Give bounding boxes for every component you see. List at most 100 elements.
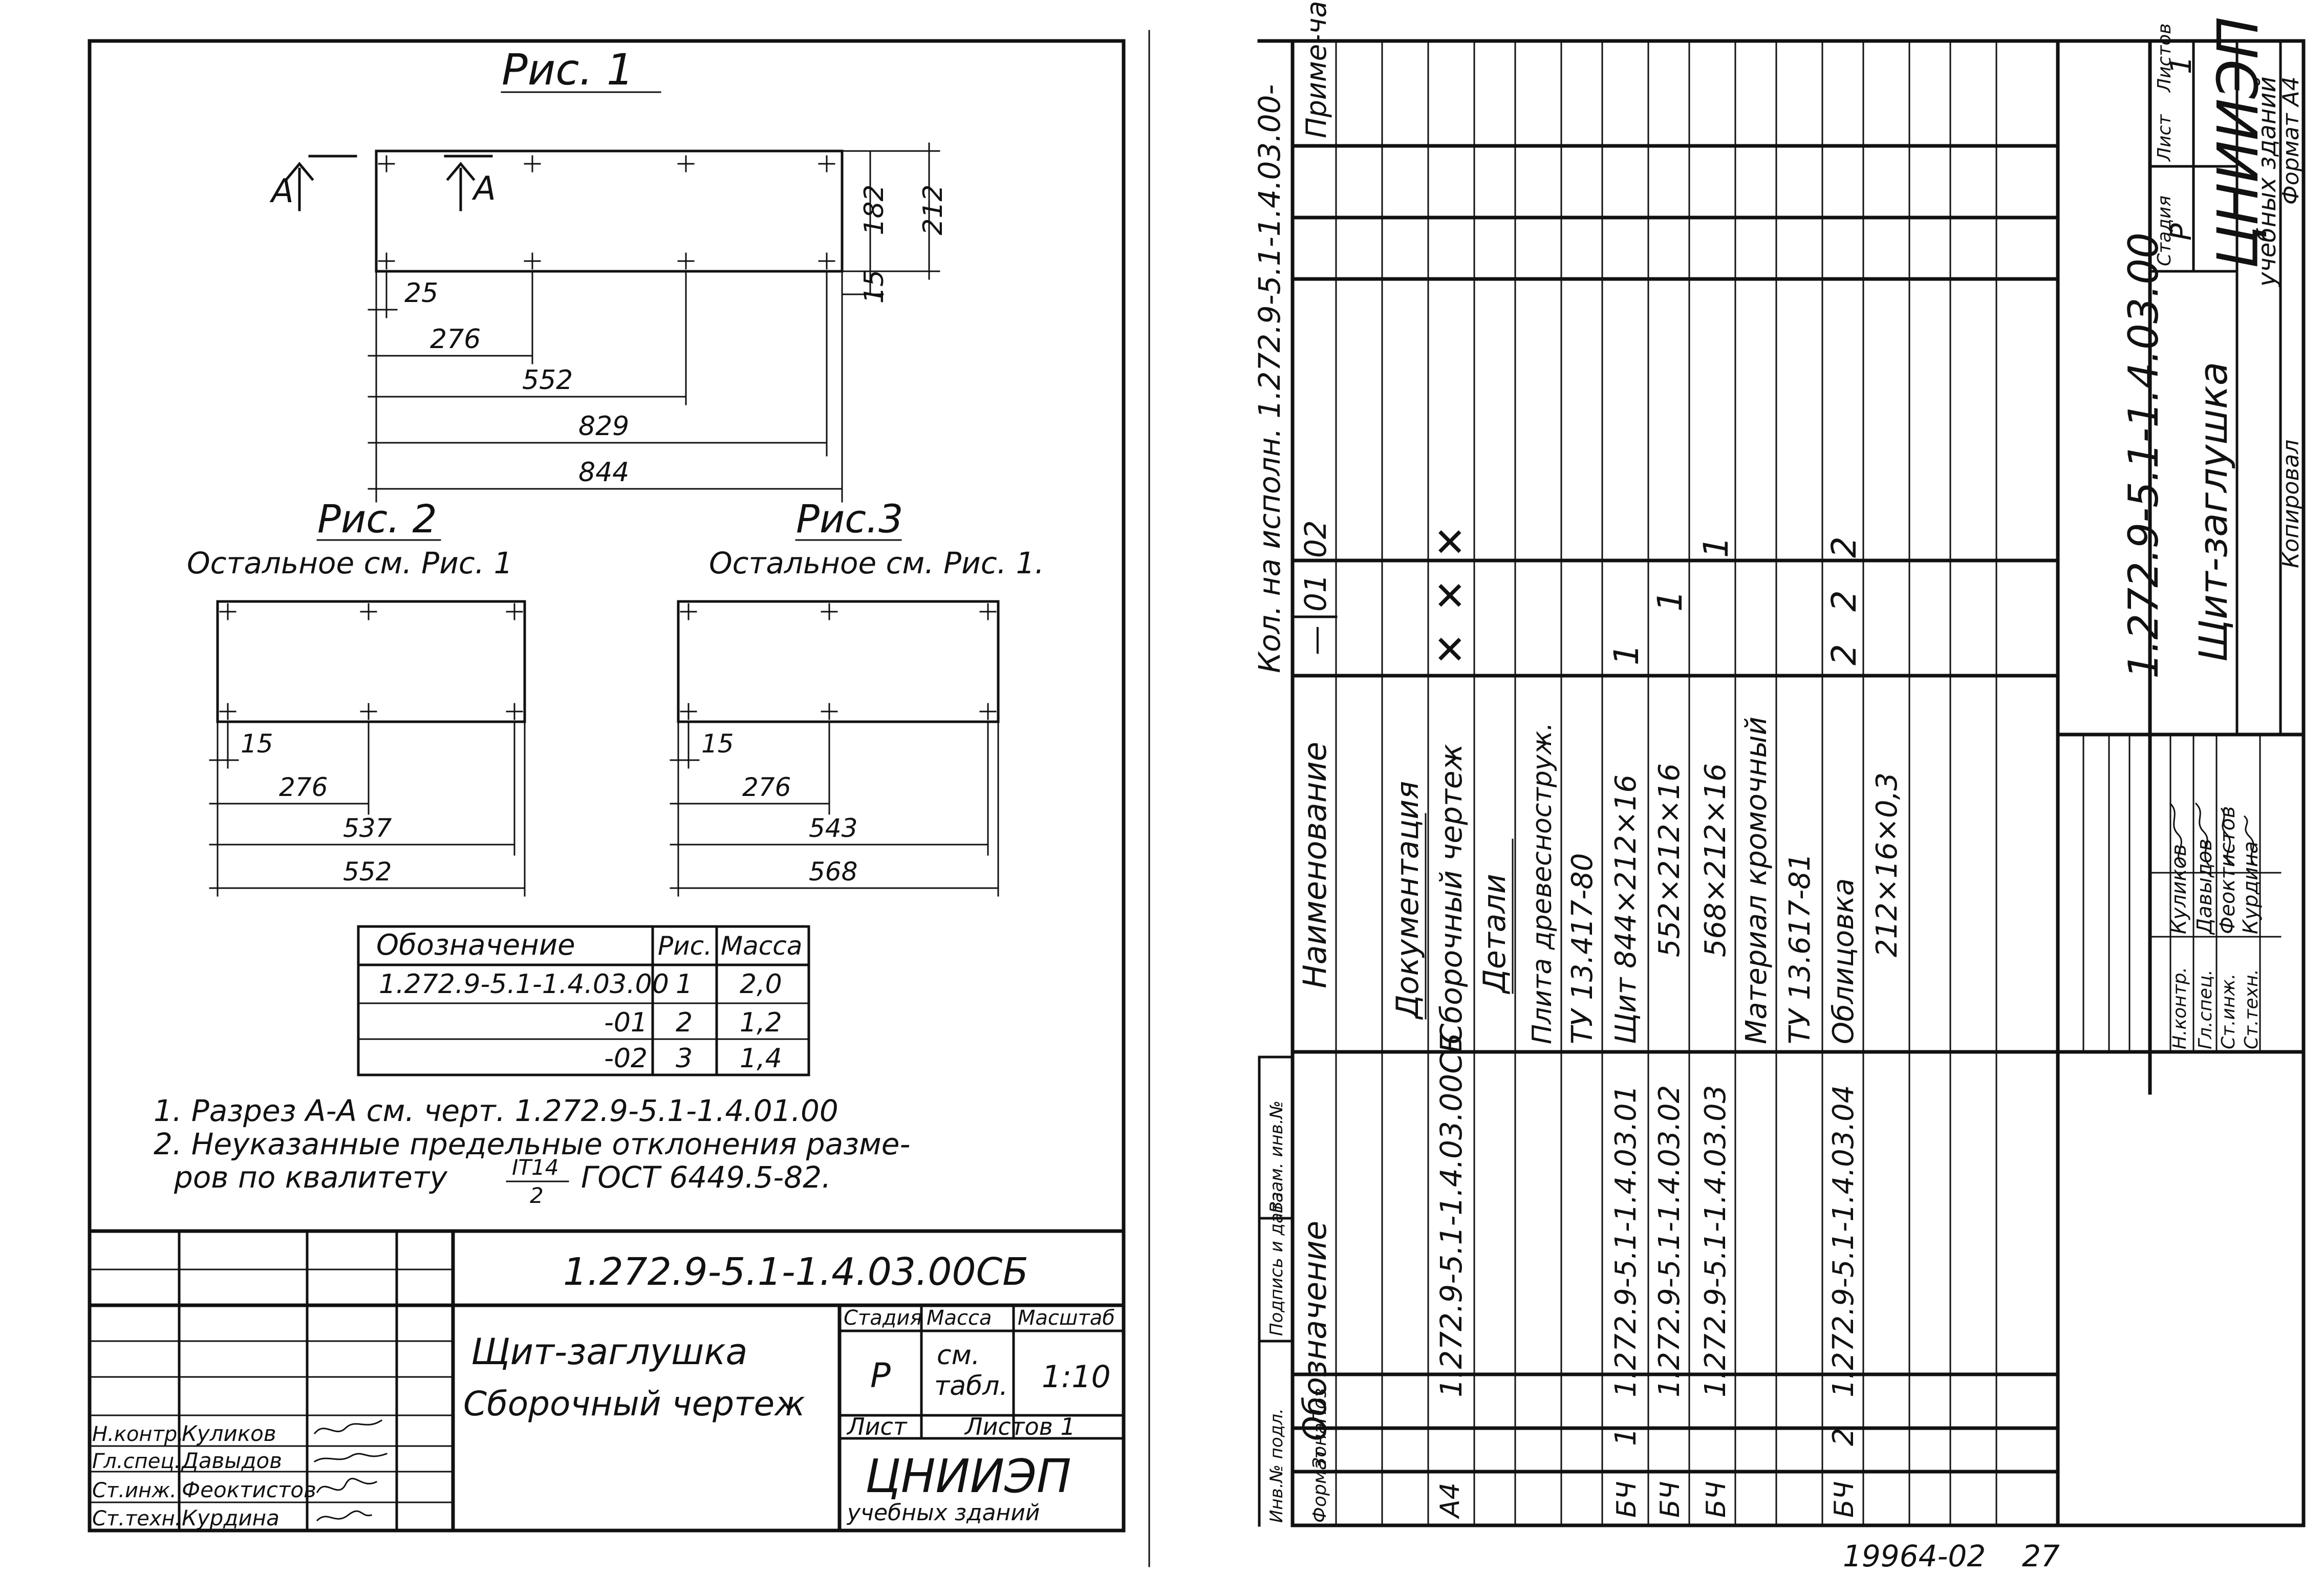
spec-row-qty-0: 2 [1824, 644, 1864, 665]
note-2-line-2-suffix: ГОСТ 6449.5-82. [581, 1160, 831, 1195]
left-role: Ст.инж. [92, 1479, 177, 1502]
footer-page-number: 27 [2022, 1539, 2060, 1574]
left-person: Курдина [182, 1505, 279, 1531]
right-role: Н.контр. [2169, 967, 2190, 1049]
fig2-panel-outline [216, 600, 526, 723]
header-variant-2: 02 [1298, 520, 1333, 558]
left-scale-value: 1:10 [1042, 1359, 1111, 1395]
spec-row-format: А4 [1435, 1482, 1466, 1519]
right-role: Ст.техн. [2241, 969, 2262, 1049]
variants-row-mass: 1,4 [740, 1043, 782, 1074]
variants-header-mass: Масса [721, 931, 802, 961]
left-title-code: 1.272.9-5.1-1.4.03.00СБ [563, 1250, 1028, 1294]
left-sheets-label: Листов 1 [964, 1413, 1075, 1440]
left-title-block: 1.272.9-5.1-1.4.03.00СБ Щит-заглушка Сбо… [88, 1229, 1126, 1533]
fig3-subtitle: Остальное см. Рис. 1. [709, 546, 1044, 580]
right-role: Ст.инж. [2218, 974, 2239, 1049]
fig1-dim-844: 844 [578, 457, 629, 488]
fig2-dim-15: 15 [241, 729, 273, 759]
left-sheet-label: Лист [846, 1413, 908, 1440]
fig1-screw-marks [378, 155, 835, 270]
fig3-title: Рис.3 [796, 496, 903, 542]
left-org-name: ЦНИИЭП [865, 1450, 1071, 1503]
spec-row-name: 552×212×16 [1653, 763, 1686, 957]
header-variant-1: 01 [1298, 574, 1333, 612]
left-stage-value: Р [870, 1356, 891, 1395]
right-format-label: Формат А4 [2278, 76, 2304, 205]
spec-row-qty-0: 1 [1607, 644, 1646, 665]
spec-row-qty-2: 1 [1696, 536, 1736, 558]
spec-row-pos: 2 [1827, 1428, 1860, 1446]
spec-row-format: БЧ [1655, 1481, 1686, 1518]
fig2-dim-537: 537 [343, 813, 392, 843]
left-title-subtitle: Сборочный чертеж [463, 1384, 805, 1424]
left-signatures [313, 1419, 388, 1522]
spec-headers: Формат Зона Поз. Обозначение Наименовани… [1252, 0, 1338, 1523]
fig2: Рис. 2 Остальное см. Рис. 1 15 276 537 5… [187, 496, 526, 897]
header-variant-0: — [1298, 626, 1333, 655]
spec-row-name: Материал кромочный [1740, 717, 1773, 1044]
spec-row-name: Сборочный чертеж [1434, 744, 1469, 1044]
section-a-right: А [471, 170, 496, 208]
spec-row-qty-1: 2 [1824, 590, 1864, 612]
fig1-dim-829: 829 [578, 411, 629, 442]
fig1-title: Рис. 1 [502, 45, 634, 95]
spec-row-pos: 1 [1609, 1428, 1643, 1446]
fig2-subtitle: Остальное см. Рис. 1 [187, 546, 513, 580]
note-2-line-1: 2. Неуказанные предельные отклонения раз… [154, 1127, 910, 1161]
fig3-dim-568: 568 [809, 857, 857, 887]
note-2-line-2-prefix: ров по квалитету [174, 1160, 448, 1195]
left-person: Куликов [182, 1421, 276, 1446]
right-person: Феоктистов [2216, 806, 2240, 934]
inventory-strip: Инв.№ подл. Подпись и дата Взам. инв.№ [1258, 1055, 1294, 1527]
spec-row-name: Документация [1390, 781, 1426, 1020]
spec-row-designation: 1.272.9-5.1-1.4.03.02 [1653, 1085, 1686, 1397]
spec-row-name: ТУ 13.417-80 [1566, 853, 1599, 1044]
spec-row-designation: 1.272.9-5.1-1.4.03.03 [1699, 1085, 1732, 1397]
left-mass-line-1: см. [937, 1340, 980, 1371]
right-stage-label: Стадия [2154, 196, 2175, 266]
spec-row-qty-2: 2 [1824, 536, 1864, 558]
header-quantity: Кол. на исполн. 1.272.9-5.1-1.4.03.00- [1252, 84, 1287, 673]
strip-inv-orig: Инв.№ подл. [1266, 1408, 1287, 1523]
variants-header-fig: Рис. [658, 931, 712, 961]
fig2-title: Рис. 2 [317, 496, 437, 542]
variants-row-fig: 3 [676, 1043, 693, 1074]
left-person: Феоктистов [182, 1477, 316, 1502]
spec-row-name: Детали [1477, 874, 1513, 995]
note-1: 1. Разрез А-А см. черт. 1.272.9-5.1-1.4.… [154, 1093, 838, 1128]
right-sheet-label: Лист [2154, 114, 2175, 162]
spec-row-format: БЧ [1611, 1481, 1642, 1518]
fig1-dim-212: 212 [918, 184, 949, 235]
spec-row-qty-1: ✕ [1428, 579, 1473, 612]
fig1: Рис. 1 А А 182 212 15 25 276 552 829 [269, 45, 949, 503]
right-sheets-label: Листов [2154, 24, 2175, 93]
left-sheet-frame [88, 39, 1126, 1533]
section-a-left: А [269, 173, 294, 210]
fig1-dim-15: 15 [859, 270, 890, 304]
right-copied-label: Копировал [2278, 440, 2304, 568]
fig1-dim-276: 276 [430, 324, 481, 355]
left-role: Ст.техн. [92, 1507, 181, 1531]
left-scale-label: Масштаб [1018, 1306, 1115, 1330]
spec-row-designation: 1.272.9-5.1-1.4.03.04 [1827, 1085, 1860, 1397]
spec-row-name: ТУ 13.617-81 [1783, 853, 1817, 1044]
spec-row-qty-2: ✕ [1428, 525, 1473, 558]
spec-row-name: Плита древесноструж. [1527, 722, 1558, 1044]
spec-row-designation: 1.272.9-5.1-1.4.03.00СБ [1434, 1033, 1469, 1397]
spec-row-qty-1: 1 [1650, 590, 1690, 612]
left-mass-line-2: табл. [934, 1371, 1008, 1402]
left-org-subtitle: учебных зданий [846, 1500, 1040, 1526]
strip-inv-repl: Взам. инв.№ [1266, 1101, 1287, 1213]
variants-header-designation: Обозначение [376, 929, 575, 962]
footer-archive-number: 19964-02 [1843, 1539, 1986, 1574]
variants-row-designation: -02 [604, 1043, 648, 1074]
header-note: Приме-чание [1300, 0, 1332, 138]
spec-row-name: Облицовка [1827, 878, 1860, 1044]
left-sheet: Рис. 1 А А 182 212 15 25 276 552 829 [88, 30, 1150, 1567]
right-title-name: Щит-заглушка [2190, 362, 2236, 662]
left-mass-label: Масса [927, 1306, 992, 1330]
left-role: Гл.спец. [92, 1450, 181, 1473]
spec-row-name: 212×16×0,3 [1870, 772, 1904, 957]
